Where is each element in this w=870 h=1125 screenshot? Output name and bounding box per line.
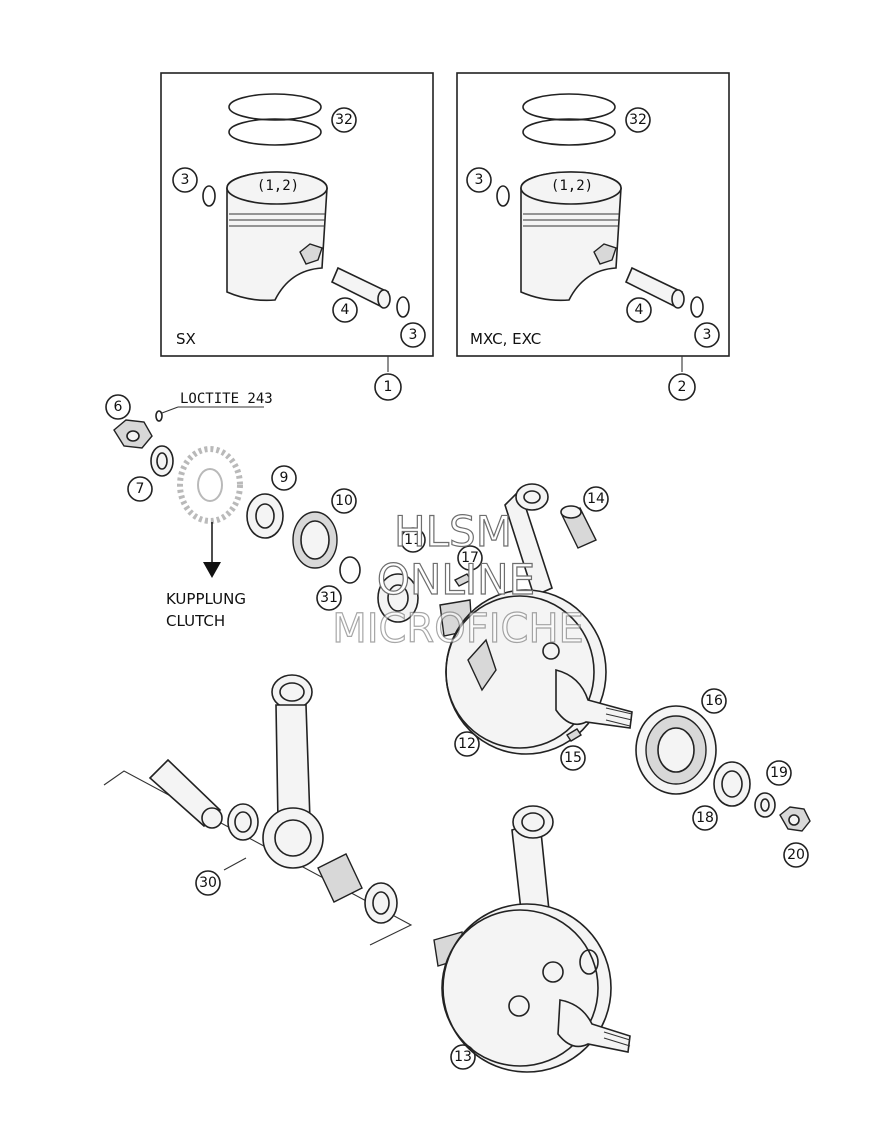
svg-text:32: 32 <box>335 112 353 128</box>
main-bearing-part <box>635 705 717 795</box>
watermark-line-3: MICROFICHE <box>332 606 584 652</box>
woodruff-key-part <box>566 728 582 742</box>
callout-15: 15 <box>560 745 586 771</box>
piston-part: (1,2) <box>520 171 622 302</box>
callout-17: 17 <box>457 545 483 571</box>
circlip-part <box>202 185 216 207</box>
callout-1: 1 <box>374 373 402 401</box>
piston-rings-part <box>522 93 616 146</box>
callout-3: 3 <box>694 322 720 348</box>
svg-text:11: 11 <box>404 532 422 548</box>
piston-kit-box-mxc-exc: (1,2) MXC, EXC <box>456 72 730 372</box>
callout-20: 20 <box>783 842 809 868</box>
callout-3: 3 <box>466 167 492 193</box>
callouts: 32 3 4 3 1 32 3 4 3 2 6 7 9 10 11 17 31 … <box>105 107 809 1070</box>
watermark-line-1: HLSM <box>394 507 512 556</box>
svg-text:3: 3 <box>181 172 190 188</box>
svg-text:30: 30 <box>199 875 217 891</box>
callout-7: 7 <box>127 476 153 502</box>
svg-text:4: 4 <box>635 302 644 318</box>
piston-marking: (1,2) <box>257 178 299 194</box>
shaft-seal-part <box>713 761 751 807</box>
callout-32: 32 <box>625 107 651 133</box>
svg-text:2: 2 <box>678 379 687 395</box>
conrod-kit-part <box>103 674 413 946</box>
callout-18: 18 <box>692 805 718 831</box>
crank-seal-part <box>377 573 419 623</box>
svg-text:10: 10 <box>335 493 353 509</box>
watermark-line-2: ONLINE <box>377 555 535 604</box>
callout-30: 30 <box>195 870 221 896</box>
svg-text:7: 7 <box>136 481 145 497</box>
piston-part: (1,2) <box>226 171 328 302</box>
woodruff-key-part <box>453 573 473 587</box>
callout-2: 2 <box>668 373 696 401</box>
callout-6: 6 <box>105 394 131 420</box>
svg-text:13: 13 <box>454 1049 472 1065</box>
shim-ring-part <box>339 556 361 584</box>
callout-3: 3 <box>400 322 426 348</box>
circlip-part <box>496 185 510 207</box>
svg-text:3: 3 <box>475 172 484 188</box>
clutch-gear-reference <box>177 446 243 524</box>
svg-text:32: 32 <box>629 112 647 128</box>
callout-4: 4 <box>626 297 652 323</box>
svg-text:6: 6 <box>114 399 123 415</box>
callout-31: 31 <box>316 585 342 611</box>
main-bearing-part <box>292 511 338 569</box>
needle-bearing-part <box>560 505 597 549</box>
svg-text:16: 16 <box>705 693 723 709</box>
svg-text:12: 12 <box>458 736 476 752</box>
washer-part <box>754 792 776 818</box>
callout-4: 4 <box>332 297 358 323</box>
piston-marking: (1,2) <box>551 178 593 194</box>
variant-label-mxc-exc: MXC, EXC <box>470 330 541 348</box>
circlip-part <box>396 296 410 318</box>
loctite-leader <box>161 406 264 414</box>
svg-text:15: 15 <box>564 750 582 766</box>
key-part <box>155 410 163 422</box>
callout-12: 12 <box>454 731 480 757</box>
svg-text:14: 14 <box>587 491 605 507</box>
svg-text:19: 19 <box>770 765 788 781</box>
callout-13: 13 <box>450 1044 476 1070</box>
washer-part <box>150 445 174 477</box>
callout-11: 11 <box>400 527 426 553</box>
clutch-arrow <box>203 522 221 578</box>
callout-10: 10 <box>331 488 357 514</box>
crankshaft-part <box>433 805 631 1073</box>
crank-nut-part <box>779 806 811 832</box>
callout-3: 3 <box>172 167 198 193</box>
callout-32: 32 <box>331 107 357 133</box>
piston-pin-part <box>330 266 391 309</box>
variant-label-sx: SX <box>176 330 196 348</box>
watermark: HLSM ONLINE MICROFICHE <box>332 506 585 652</box>
svg-text:18: 18 <box>696 810 714 826</box>
clutch-label: CLUTCH <box>166 612 225 630</box>
shaft-seal-part <box>246 493 284 539</box>
circlip-part <box>690 296 704 318</box>
piston-rings-part <box>228 93 322 146</box>
callout-14: 14 <box>583 486 609 512</box>
svg-text:9: 9 <box>280 470 289 486</box>
piston-pin-part <box>624 266 685 309</box>
crank-nut-part <box>113 419 153 449</box>
svg-text:4: 4 <box>341 302 350 318</box>
crankshaft-assembly-part <box>439 483 633 755</box>
piston-kit-box-sx: (1,2) SX <box>160 72 434 372</box>
svg-text:20: 20 <box>787 847 805 863</box>
callout-19: 19 <box>766 760 792 786</box>
svg-text:1: 1 <box>384 379 393 395</box>
callout-9: 9 <box>271 465 297 491</box>
svg-text:3: 3 <box>703 327 712 343</box>
kupplung-label: KUPPLUNG <box>166 590 246 608</box>
svg-text:3: 3 <box>409 327 418 343</box>
svg-text:31: 31 <box>320 590 338 606</box>
callout-16: 16 <box>701 688 727 714</box>
loctite-note: LOCTITE 243 <box>180 391 273 407</box>
svg-text:17: 17 <box>461 550 479 566</box>
